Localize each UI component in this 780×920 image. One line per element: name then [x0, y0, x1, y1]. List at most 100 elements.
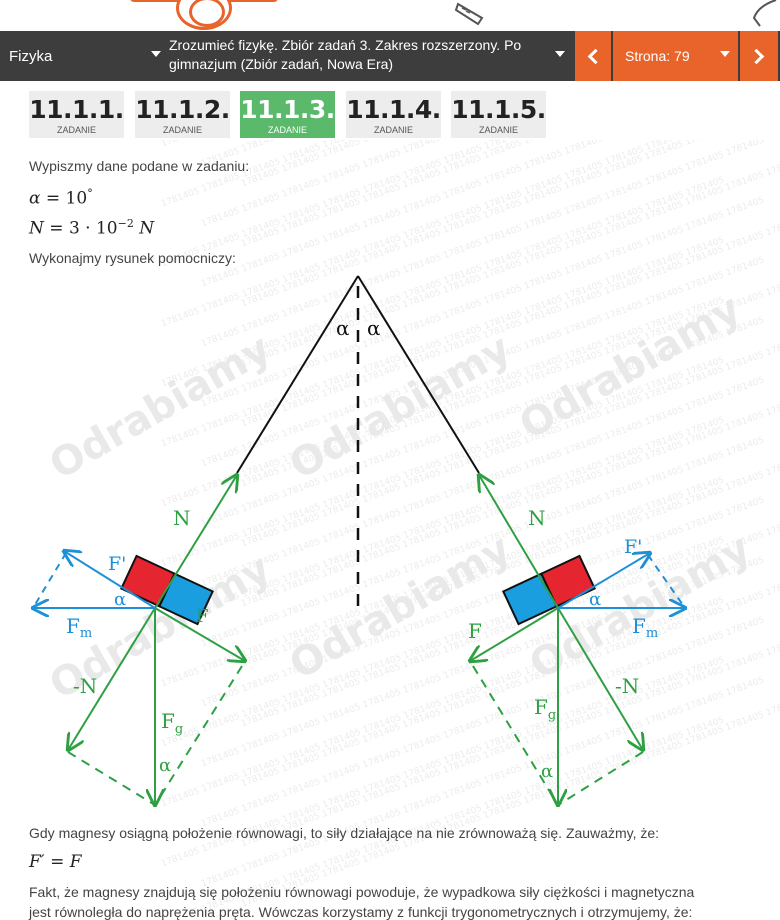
right-n-arrow [479, 475, 559, 609]
equation-rhs: F [69, 852, 82, 872]
book-title-line-2: gimnazjum (Zbiór zadań, Nowa Era) [169, 56, 394, 72]
equation-lhs: F′ [29, 852, 45, 872]
tab-number: 11.1.3. [240, 95, 335, 124]
book-dropdown[interactable]: Zrozumieć fizykę. Zbiór zadań 3. Zakres … [165, 31, 575, 81]
next-page-button[interactable] [740, 31, 778, 81]
ruler-deco-icon [752, 0, 777, 27]
watermark-code-text: 1781405 1781405 1781405 1781405 1781405 … [160, 140, 726, 149]
tab-exercise-11-1-2[interactable]: 11.1.2. ZADANIE [135, 91, 230, 138]
chevron-left-icon [587, 48, 604, 64]
n-symbol: N [29, 218, 44, 239]
left-dashed-green-2 [67, 751, 156, 806]
watermark-brand: Odrabiamy [512, 286, 748, 449]
right-fm-label: Fm [632, 614, 658, 641]
tab-label: ZADANIE [56, 125, 96, 135]
given-alpha: α = 10° [29, 187, 93, 209]
right-n-label: N [528, 506, 546, 530]
left-minus-n-arrow [68, 607, 156, 750]
watermark-code-text: 1781405 1781405 1781405 1781405 1781405 … [240, 140, 780, 189]
brand-watermarks: Odrabiamy Odrabiamy Odrabiamy Odrabiamy … [42, 286, 758, 709]
intro-text: Wypiszmy dane podane w zadaniu: [29, 158, 250, 174]
right-f-label: F [468, 619, 482, 643]
drawing-intro-text: Wykonajmy rysunek pomocniczy: [29, 250, 236, 266]
alpha-left-label: α [336, 316, 350, 340]
subject-label: Fizyka [9, 47, 53, 65]
watermark-brand: Odrabiamy [282, 526, 518, 689]
tab-label: ZADANIE [162, 125, 202, 135]
top-brand-strip [0, 0, 780, 31]
watermark-code-text: 1781405 1781405 1781405 1781405 1781405 … [200, 140, 766, 229]
page-label: Strona: 79 [625, 48, 690, 64]
tab-label: ZADANIE [478, 125, 518, 135]
left-n-arrow [154, 475, 237, 609]
right-thread [357, 275, 480, 474]
left-f-arrow [154, 607, 245, 661]
left-n-label: N [173, 506, 191, 530]
n-base: 10 [95, 218, 118, 239]
alpha-right-label: α [367, 316, 381, 340]
equilibrium-text: Gdy magnesy osiągną położenie równowagi,… [29, 825, 660, 841]
n-unit: N [139, 218, 155, 239]
right-alpha-fg-label: α [541, 761, 553, 782]
n-coef: 3 [68, 218, 80, 239]
right-f-arrow [470, 607, 559, 661]
chevron-down-icon [555, 51, 565, 57]
right-dashed-green-1 [472, 665, 559, 806]
right-dashed-blue [647, 554, 686, 609]
left-dashed-blue [32, 552, 67, 609]
chevron-down-icon [720, 51, 730, 57]
left-magnet [119, 554, 215, 626]
tab-exercise-11-1-3[interactable]: 11.1.3. ZADANIE [240, 91, 335, 138]
right-minus-n-label: -N [615, 674, 639, 698]
left-dashed-green-1 [154, 665, 243, 806]
book-title-line-1: Zrozumieć fizykę. Zbiór zadań 3. Zakres … [169, 37, 522, 53]
n-exp: −2 [117, 217, 134, 230]
left-f-label: F [196, 606, 209, 627]
alpha-unit: ° [87, 187, 93, 200]
right-dashed-green-2 [557, 751, 644, 806]
chevron-down-icon [151, 51, 161, 57]
watermark-brand: Odrabiamy [282, 326, 518, 489]
force-diagram: Odrabiamy Odrabiamy Odrabiamy Odrabiamy … [0, 275, 758, 813]
given-n: N = 3 · 10−2 N [29, 217, 155, 239]
left-fg-label: Fg [161, 709, 183, 737]
subject-dropdown[interactable]: Fizyka [0, 31, 165, 81]
conclusion-line-1: Fakt, że magnesy znajdują się położeniu … [29, 884, 695, 900]
tab-label: ZADANIE [267, 125, 307, 135]
left-fm-label: Fm [66, 614, 92, 641]
chevron-right-icon [748, 48, 765, 64]
tab-number: 11.1.4. [346, 95, 441, 124]
watermark-code-text: 1781405 1781405 1781405 1781405 1781405 … [240, 140, 780, 250]
page-dropdown[interactable]: Strona: 79 [613, 31, 738, 81]
conclusion-line-2: jest równoległa do naprężenia pręta. Wów… [29, 904, 693, 920]
left-alpha-fm-label: α [114, 589, 126, 610]
right-minus-n-arrow [557, 607, 643, 750]
left-magnet-group: N -N Fg α F F' Fm α [33, 475, 245, 805]
brain-logo-icon [176, 0, 232, 30]
tab-label: ZADANIE [373, 125, 413, 135]
tab-exercise-11-1-4[interactable]: 11.1.4. ZADANIE [346, 91, 441, 138]
alpha-value: 10 [65, 188, 88, 209]
left-alpha-fg-label: α [159, 755, 171, 776]
navigation-bar: Fizyka Zrozumieć fizykę. Zbiór zadań 3. … [0, 31, 780, 81]
equation: F′ = F [29, 852, 82, 872]
tab-exercise-11-1-5[interactable]: 11.1.5. ZADANIE [451, 91, 546, 138]
alpha-symbol: α [29, 188, 41, 209]
watermark-code-text: 1781405 1781405 1781405 1781405 1781405 … [200, 140, 766, 290]
right-f-prime-arrow [557, 553, 650, 609]
previous-page-button[interactable] [575, 31, 611, 81]
right-fg-label: Fg [534, 695, 556, 723]
right-f-prime-label: F' [624, 536, 642, 558]
left-thread [236, 275, 359, 474]
left-f-prime-arrow [64, 551, 156, 609]
pencil-deco-icon [454, 2, 484, 26]
right-magnet-group: N -N Fg α F F' Fm α [468, 475, 685, 805]
watermark-code-text: 1781405 1781405 1781405 1781405 1781405 … [160, 140, 726, 209]
right-alpha-fm-label: α [589, 589, 601, 610]
tab-number: 11.1.1. [29, 95, 124, 124]
left-f-prime-label: F' [108, 553, 126, 575]
tab-number: 11.1.2. [135, 95, 230, 124]
left-minus-n-label: -N [73, 674, 97, 698]
tab-number: 11.1.5. [451, 95, 546, 124]
tab-exercise-11-1-1[interactable]: 11.1.1. ZADANIE [29, 91, 124, 138]
